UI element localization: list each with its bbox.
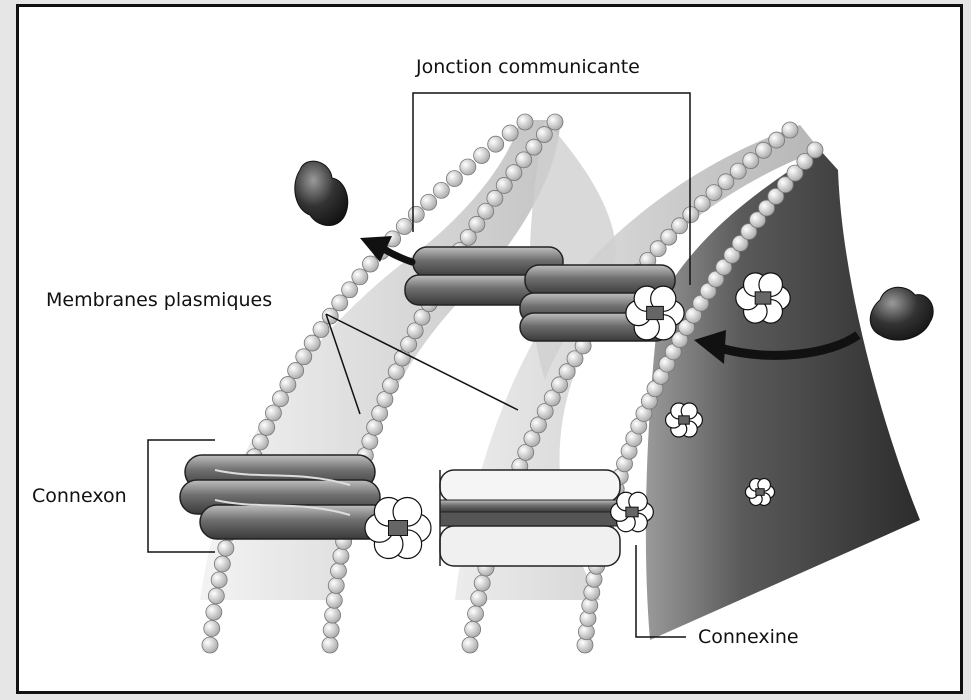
label-plasma-membranes: Membranes plasmiques xyxy=(46,291,272,310)
lipid-head xyxy=(362,256,378,272)
lipid-head xyxy=(280,377,296,393)
lipid-head xyxy=(333,548,349,564)
pore xyxy=(647,306,664,319)
lipid-head xyxy=(252,434,268,450)
lipid-head xyxy=(206,604,222,620)
lipid-head xyxy=(433,182,449,198)
lipid-head xyxy=(304,335,320,351)
lipid-head xyxy=(462,637,478,653)
pore xyxy=(755,292,771,304)
label-gap-junction: Jonction communicante xyxy=(416,58,640,77)
lipid-head xyxy=(468,606,484,622)
lipid-head xyxy=(265,405,281,421)
lipid-head xyxy=(202,637,218,653)
lipid-head xyxy=(769,132,785,148)
lipid-head xyxy=(517,114,533,130)
lipid-head xyxy=(730,163,746,179)
label-connexon: Connexon xyxy=(32,487,127,506)
connexon-flower xyxy=(745,479,774,506)
lipid-head xyxy=(325,607,341,623)
molecule-left xyxy=(295,161,348,225)
pore xyxy=(756,489,764,496)
lipid-head xyxy=(259,419,275,435)
lipid-head xyxy=(474,148,490,164)
lipid-head xyxy=(446,171,462,187)
lipid-head xyxy=(208,588,224,604)
lipid-head xyxy=(214,556,230,572)
lipid-head xyxy=(488,136,504,152)
connexon-flower xyxy=(736,273,790,323)
lipid-head xyxy=(782,122,798,138)
lipid-head xyxy=(204,620,220,636)
lipid-head xyxy=(743,153,759,169)
pore xyxy=(679,416,690,424)
lipid-head xyxy=(408,206,424,222)
label-connexin: Connexine xyxy=(698,628,799,647)
pore xyxy=(626,507,638,517)
lipid-head xyxy=(323,622,339,638)
lipid-head xyxy=(313,322,329,338)
connexon-flower xyxy=(365,498,431,559)
lipid-head xyxy=(516,152,532,168)
lipid-head xyxy=(756,142,772,158)
lipid-head xyxy=(342,282,358,298)
lipid-head xyxy=(367,419,383,435)
lipid-head xyxy=(330,563,346,579)
lipid-head xyxy=(465,621,481,637)
lipid-head xyxy=(460,159,476,175)
molecule-right xyxy=(870,287,933,340)
connexon-lower-left xyxy=(180,455,390,539)
lipid-head xyxy=(288,363,304,379)
lipid-head xyxy=(526,139,542,155)
lipid-head xyxy=(474,575,490,591)
lipid-head xyxy=(352,269,368,285)
pore xyxy=(388,521,407,536)
lipid-head xyxy=(807,142,823,158)
lipid-head xyxy=(272,391,288,407)
lipid-head xyxy=(536,127,552,143)
connexon-flower xyxy=(611,492,654,531)
lipid-head xyxy=(471,590,487,606)
lipid-head xyxy=(211,572,227,588)
lipid-head xyxy=(332,295,348,311)
lipid-head xyxy=(326,592,342,608)
lipid-head xyxy=(362,433,378,449)
lipid-head xyxy=(396,219,412,235)
lipid-head xyxy=(296,349,312,365)
connexon-flower xyxy=(626,286,684,340)
lipid-head xyxy=(218,540,234,556)
lipid-head xyxy=(547,114,563,130)
lipid-head xyxy=(502,125,518,141)
connexon-lower-middle xyxy=(440,470,620,566)
lipid-head xyxy=(328,578,344,594)
lipid-head xyxy=(421,194,437,210)
lipid-head xyxy=(322,637,338,653)
connexon-flower xyxy=(666,403,703,437)
